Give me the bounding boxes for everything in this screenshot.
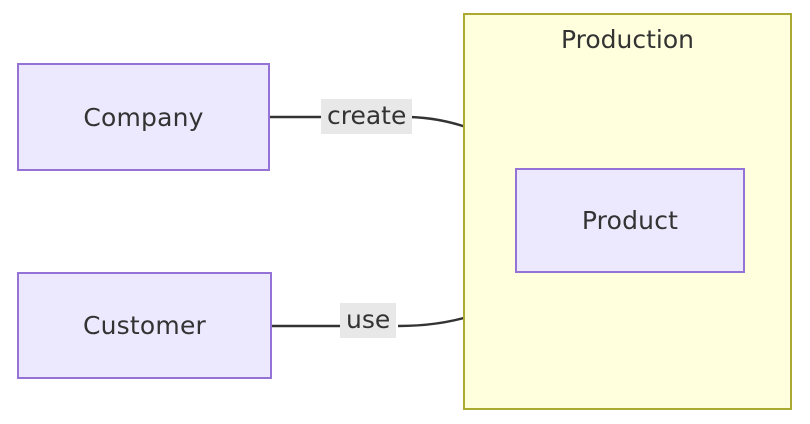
node-company[interactable]: Company: [17, 63, 270, 171]
node-product-label: Product: [581, 206, 679, 235]
node-customer-label: Customer: [82, 311, 207, 340]
node-product[interactable]: Product: [515, 168, 745, 273]
node-customer[interactable]: Customer: [17, 272, 272, 379]
edge-label-use: use: [340, 303, 397, 338]
cluster-production-title: Production: [560, 25, 694, 54]
edge-label-create: create: [321, 99, 413, 134]
node-company-label: Company: [83, 102, 204, 132]
